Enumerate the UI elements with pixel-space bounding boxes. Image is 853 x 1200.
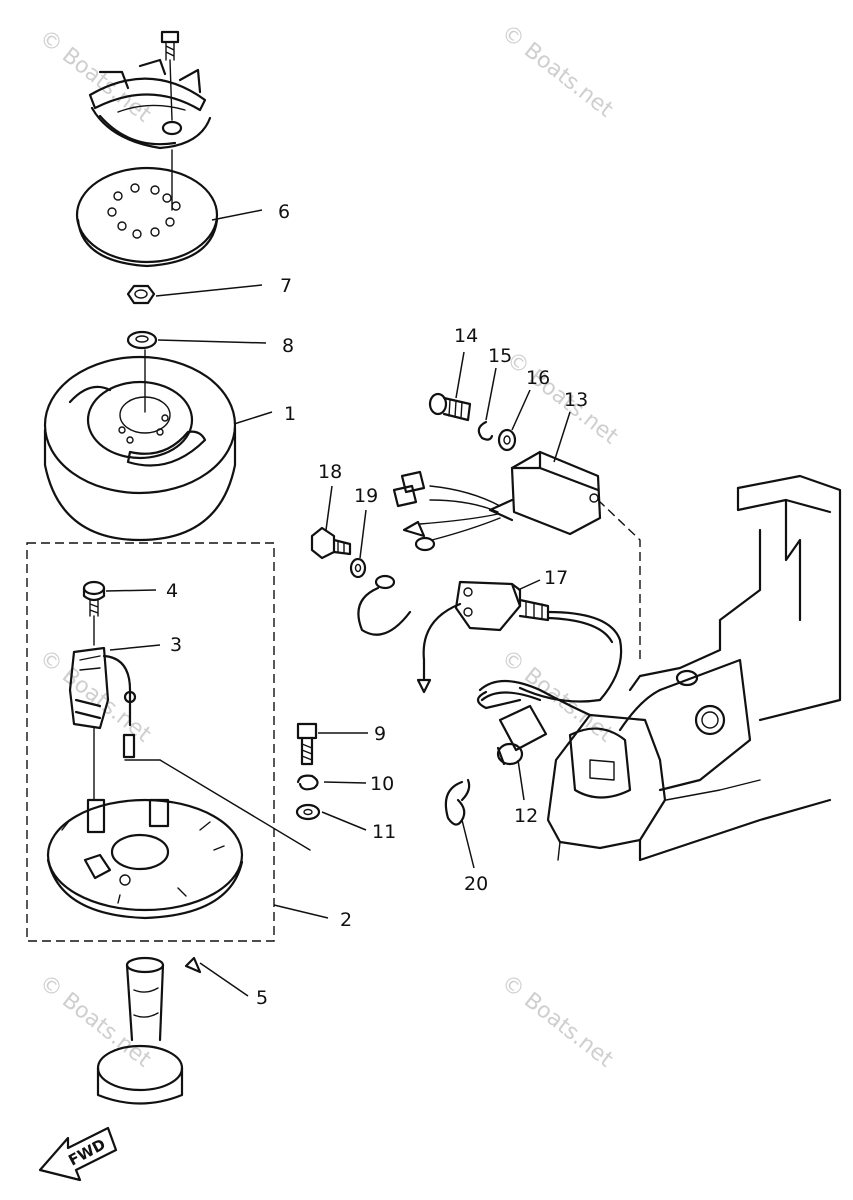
engine-block xyxy=(478,474,842,862)
part-1-flywheel xyxy=(43,349,237,542)
part-number-labels: 6 7 8 1 4 3 9 10 11 2 5 14 15 16 13 18 1… xyxy=(166,201,588,1009)
fwd-arrow: FWD xyxy=(38,1126,118,1182)
watermark-7: © Boats.net xyxy=(496,970,617,1073)
label-20: 20 xyxy=(464,873,488,895)
label-7: 7 xyxy=(280,275,292,297)
part-5-key xyxy=(184,956,202,974)
part-18-bolt xyxy=(310,526,352,560)
part-12-plug-cap xyxy=(476,690,548,766)
label-1: 1 xyxy=(284,403,296,425)
watermark-4: © Boats.net xyxy=(34,645,155,748)
part-7-nut xyxy=(126,284,156,305)
crankshaft xyxy=(96,956,202,1105)
label-6: 6 xyxy=(278,201,290,223)
part-14-bolt xyxy=(428,392,472,422)
label-12: 12 xyxy=(514,805,538,827)
part-8-washer xyxy=(126,330,158,350)
label-4: 4 xyxy=(166,580,178,602)
label-18: 18 xyxy=(318,461,342,483)
part-19-washer xyxy=(349,557,367,579)
watermark-2: © Boats.net xyxy=(496,20,617,123)
label-10: 10 xyxy=(370,773,394,795)
label-9: 9 xyxy=(374,723,386,745)
label-2: 2 xyxy=(340,909,352,931)
part-10-lockwasher xyxy=(296,774,319,791)
part-6-plate xyxy=(75,149,219,268)
part-11-washer xyxy=(295,803,321,821)
watermark-6: © Boats.net xyxy=(34,970,155,1073)
label-5: 5 xyxy=(256,987,268,1009)
label-14: 14 xyxy=(454,325,478,347)
label-17: 17 xyxy=(544,567,568,589)
part-20-clip xyxy=(444,778,471,826)
part-3-coil xyxy=(68,646,137,801)
leader-lines xyxy=(105,209,571,997)
watermarks: © Boats.net © Boats.net © Boats.net © Bo… xyxy=(34,20,622,1073)
label-19: 19 xyxy=(354,485,378,507)
top-screw xyxy=(160,30,180,121)
part-15-clip xyxy=(477,420,494,441)
assembly-2-box xyxy=(26,542,275,942)
stator-base-plate xyxy=(46,759,311,920)
label-11: 11 xyxy=(372,821,396,843)
part-9-bolt xyxy=(296,722,318,766)
watermark-5: © Boats.net xyxy=(496,645,617,748)
label-3: 3 xyxy=(170,634,182,656)
part-4-screw xyxy=(82,580,106,646)
watermark-3: © Boats.net xyxy=(501,347,622,450)
label-8: 8 xyxy=(282,335,294,357)
part-13-cdi-unit xyxy=(392,450,641,660)
label-15: 15 xyxy=(488,345,512,367)
label-13: 13 xyxy=(564,389,588,411)
starter-pulley xyxy=(88,58,212,150)
label-16: 16 xyxy=(526,367,550,389)
part-16-washer xyxy=(497,428,517,452)
